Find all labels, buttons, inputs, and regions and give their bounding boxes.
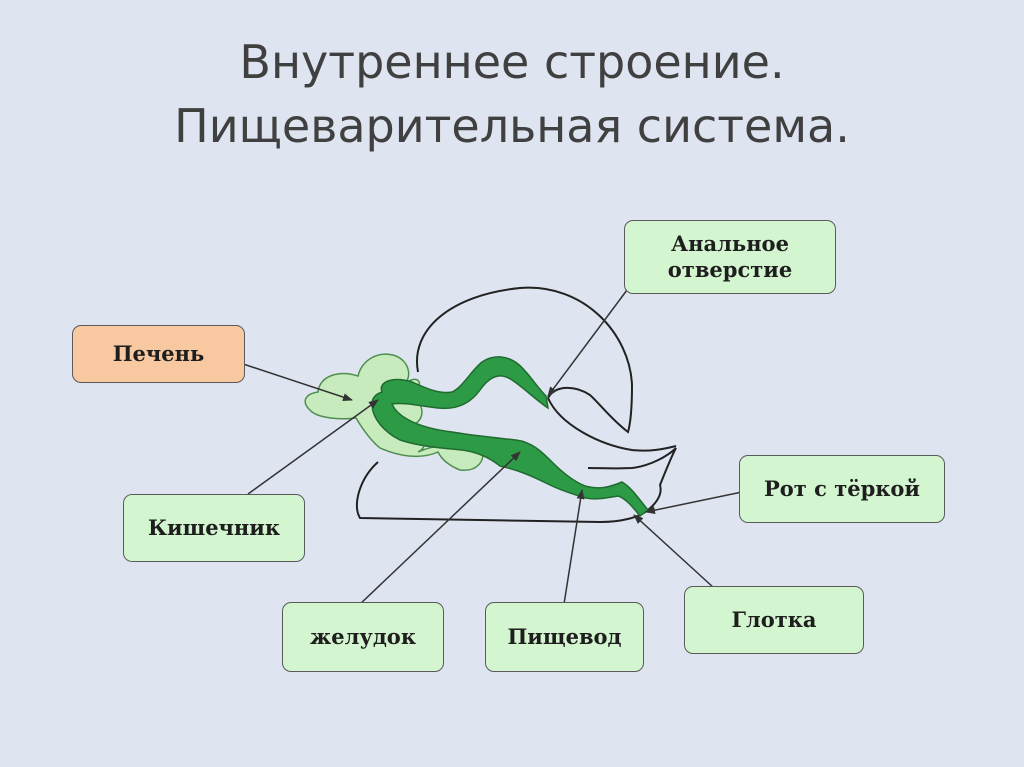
title-line-1: Внутреннее строение. — [239, 35, 785, 89]
label-esophagus: Пищевод — [485, 602, 644, 672]
shell-outline — [416, 286, 634, 434]
label-liver: Печень — [72, 325, 245, 383]
label-intestine: Кишечник — [123, 494, 305, 562]
label-mouth: Рот с тёркой — [739, 455, 945, 523]
arrow-esophagus — [563, 489, 585, 605]
foot-outline — [355, 447, 677, 524]
slide-title: Внутреннее строение. Пищеварительная сис… — [0, 30, 1024, 158]
arrow-pharynx — [633, 514, 715, 589]
label-anus: Анальное отверстие — [624, 220, 836, 294]
label-stomach: желудок — [282, 602, 444, 672]
arrow-anus — [547, 285, 631, 397]
arrow-stomach — [357, 451, 521, 607]
arrow-intestine — [247, 399, 379, 495]
body-outline — [547, 397, 677, 452]
title-line-2: Пищеварительная система. — [174, 99, 850, 153]
digestive-tract — [371, 356, 650, 518]
label-pharynx: Глотка — [684, 586, 864, 654]
arrow-mouth — [645, 491, 743, 515]
